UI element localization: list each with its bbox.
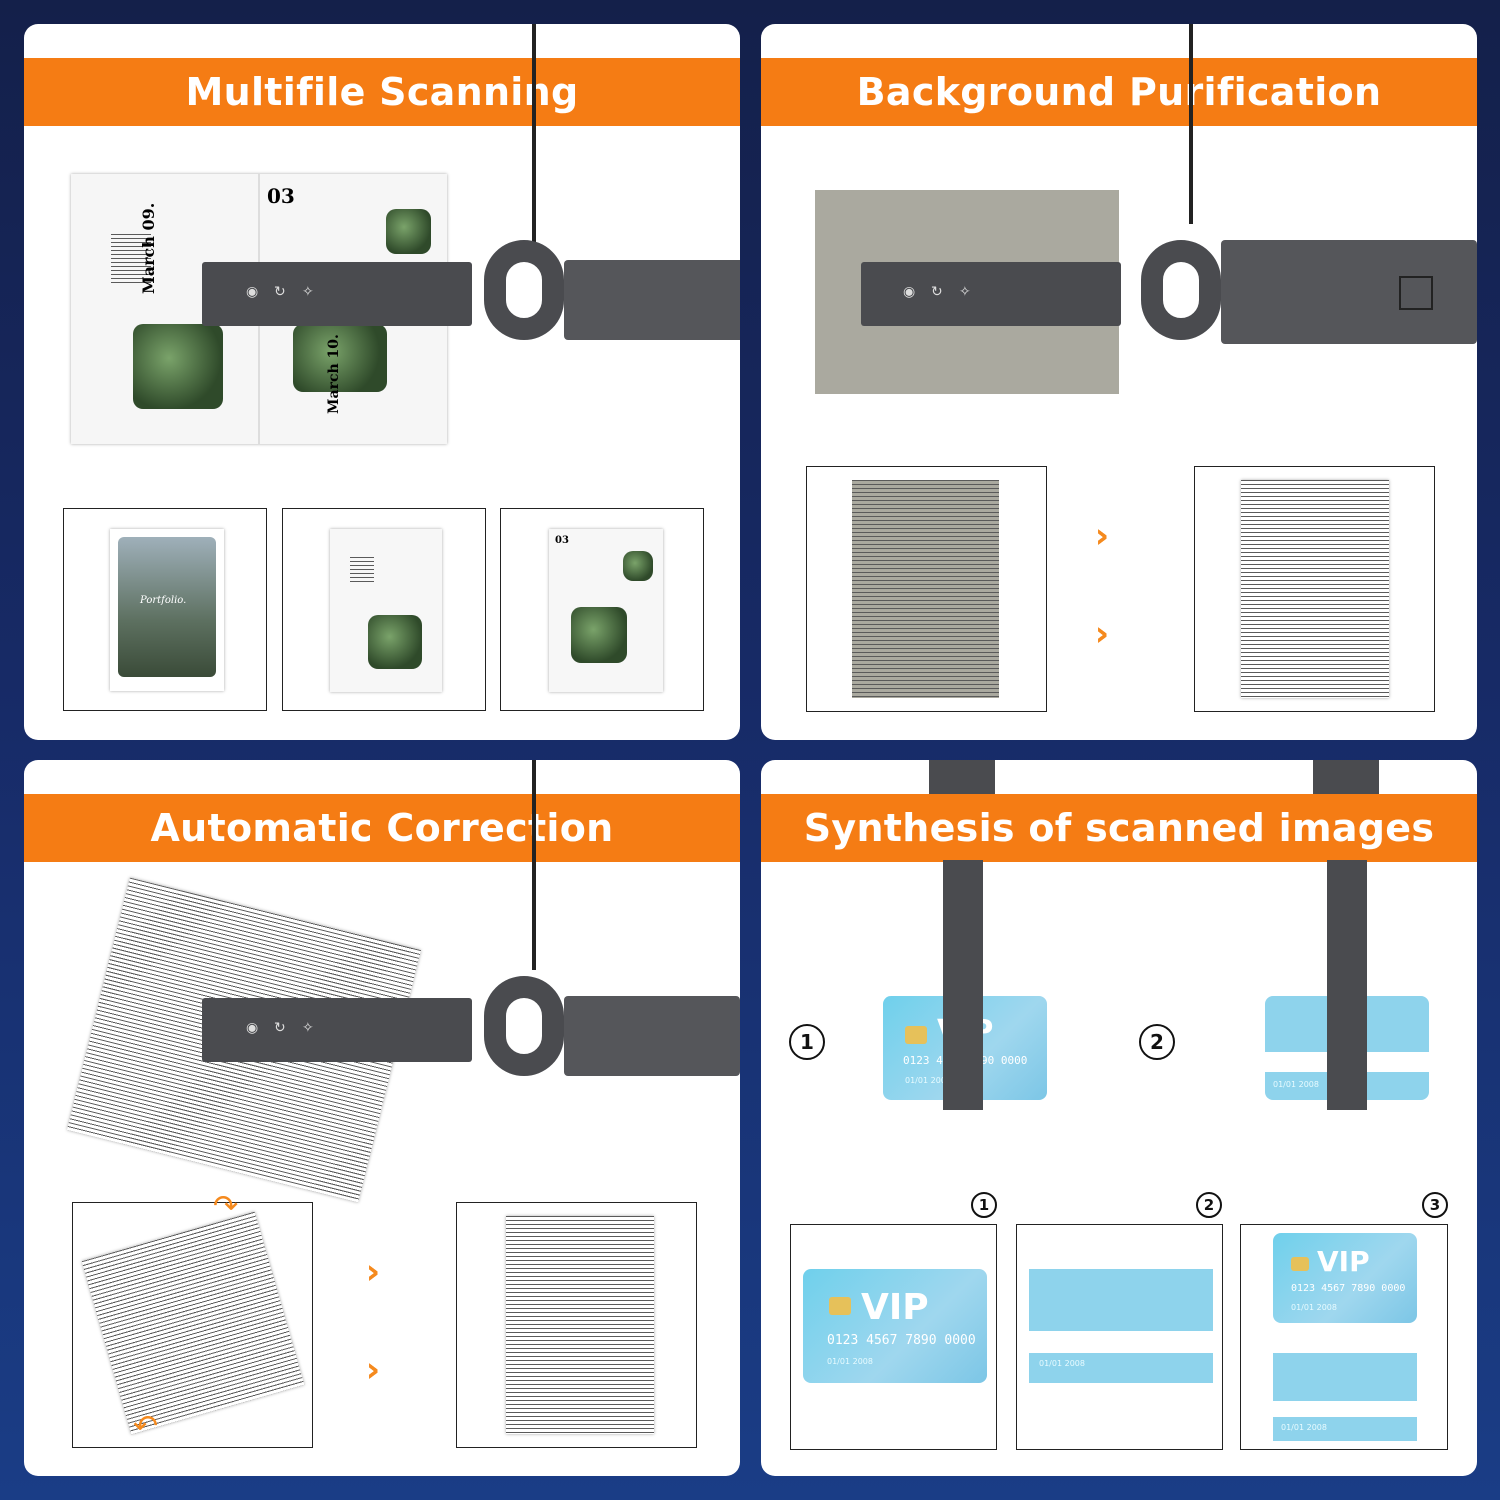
before-box: ↷ ↶ — [72, 1189, 313, 1448]
before-box — [806, 466, 1047, 712]
step-badge: 3 — [1422, 1192, 1448, 1218]
rotate-arrow-icon: ↶ — [133, 1409, 159, 1444]
scan-button-icon[interactable]: ◉ — [903, 284, 916, 300]
rotate-icon[interactable]: ↻ — [274, 1020, 286, 1036]
step-badge: 1 — [971, 1192, 997, 1218]
scanner-cable — [532, 24, 536, 264]
after-box — [1194, 466, 1435, 712]
rotate-icon[interactable]: ↻ — [931, 284, 943, 300]
side-heading: March 09. — [139, 202, 158, 294]
panel-title: Synthesis of scanned images — [803, 806, 1435, 850]
background-purification-panel: Background Purification ◉ ↻ ✧ ››› ››› — [761, 24, 1477, 740]
rotate-icon[interactable]: ↻ — [274, 284, 286, 300]
multifile-scanning-panel: Multifile Scanning 03 March 09. March 10… — [24, 24, 740, 740]
result-box-1: VIP 0123 4567 7890 0000 01/01 2008 — [790, 1224, 997, 1450]
plant-photo-right — [293, 324, 387, 392]
after-box — [456, 1202, 697, 1448]
scanner-head: ◉ ↻ ✧ — [202, 262, 472, 326]
light-icon[interactable]: ✧ — [959, 284, 971, 300]
scan-button-icon[interactable]: ◉ — [246, 1020, 259, 1036]
portfolio-label: Portfolio. — [140, 595, 187, 606]
title-band: Synthesis of scanned images — [761, 794, 1477, 862]
thumbnail-portfolio: Portfolio. — [63, 508, 267, 711]
thumbnail-page-right: 03 — [500, 508, 704, 711]
plant-photo — [133, 324, 223, 409]
text-block — [111, 234, 151, 284]
light-icon[interactable]: ✧ — [302, 284, 314, 300]
step-badge: 1 — [789, 1024, 825, 1060]
scanner-arm — [444, 240, 740, 344]
title-band: Background Purification — [761, 58, 1477, 126]
step-badge: 2 — [1139, 1024, 1175, 1060]
plant-photo-small — [386, 209, 431, 254]
step-badge: 2 — [1196, 1192, 1222, 1218]
panel-title: Automatic Correction — [150, 806, 614, 850]
result-box-3: VIP 0123 4567 7890 0000 01/01 2008 01/01… — [1240, 1224, 1448, 1450]
title-band: Automatic Correction — [24, 794, 740, 862]
result-box-2: 01/01 2008 — [1016, 1224, 1223, 1450]
page-number: 03 — [267, 184, 295, 208]
panel-title: Background Purification — [856, 70, 1382, 114]
synthesis-panel: Synthesis of scanned images VIP 0123 4 9… — [761, 760, 1477, 1476]
panel-title: Multifile Scanning — [185, 70, 579, 114]
automatic-correction-panel: Automatic Correction ◉ ↻ ✧ ↷ ↶ ››› ››› — [24, 760, 740, 1476]
scanner-head: ◉ ↻ ✧ — [861, 262, 1121, 326]
scan-button-icon[interactable]: ◉ — [246, 284, 259, 300]
light-icon[interactable]: ✧ — [302, 1020, 314, 1036]
rotate-arrow-icon: ↷ — [213, 1189, 239, 1224]
scanner-head-vertical — [943, 860, 983, 1110]
scanner-head-vertical — [1327, 860, 1367, 1110]
side-heading-2: March 10. — [326, 334, 342, 414]
scanner-arm — [1101, 240, 1477, 344]
title-band: Multifile Scanning — [24, 58, 740, 126]
scanner-head: ◉ ↻ ✧ — [202, 998, 472, 1062]
thumbnail-page-left — [282, 508, 486, 711]
scanner-arm — [444, 976, 740, 1080]
